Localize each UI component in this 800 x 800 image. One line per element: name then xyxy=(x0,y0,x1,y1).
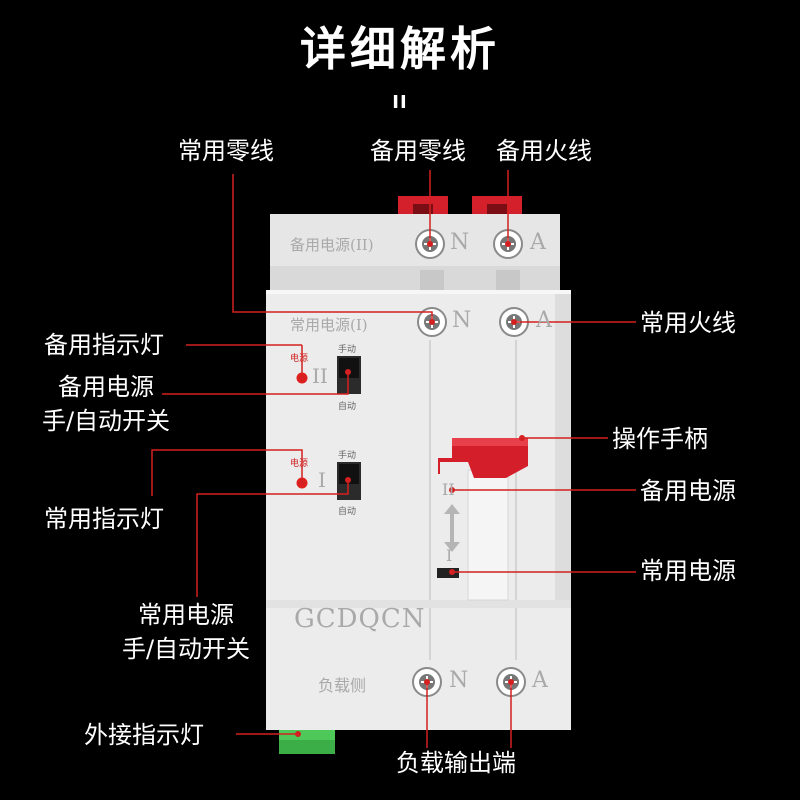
callout-backup-neutral: 备用零线 xyxy=(370,137,466,165)
terminal-label-common-a: A xyxy=(536,308,552,333)
handle-position-2-label: II xyxy=(442,480,455,499)
callout-external-indicator: 外接指示灯 xyxy=(84,721,204,749)
backup-roman-label: II xyxy=(312,364,328,388)
common-power-label: 常用电源(I) xyxy=(290,316,368,334)
callout-backup-switch-line2: 手/自动开关 xyxy=(41,407,171,435)
callout-backup-power: 备用电源 xyxy=(640,477,736,505)
title-mark: II xyxy=(392,92,408,113)
backup-power-label: 备用电源(II) xyxy=(290,236,374,254)
position-window xyxy=(437,568,459,578)
callout-common-live: 常用火线 xyxy=(640,309,736,337)
leader-common-neutral xyxy=(232,174,433,322)
callout-common-power: 常用电源 xyxy=(640,557,736,585)
terminal-screws xyxy=(412,229,529,697)
backup-indicator-label: 电源 xyxy=(290,354,309,364)
callout-common-indicator: 常用指示灯 xyxy=(44,505,164,533)
callout-backup-indicator: 备用指示灯 xyxy=(44,331,164,359)
terminal-label-backup-n: N xyxy=(450,230,470,255)
terminal-label-backup-a: A xyxy=(530,230,546,255)
callout-backup-live: 备用火线 xyxy=(496,137,592,165)
common-auto-label: 自动 xyxy=(338,507,357,517)
terminal-label-load-n: N xyxy=(449,668,469,693)
common-manual-label: 手动 xyxy=(338,451,357,461)
leader-backup-switch xyxy=(162,372,349,395)
page-title: 详细解析 xyxy=(300,22,500,76)
backup-auto-label: 自动 xyxy=(338,402,357,412)
leader-common-switch xyxy=(196,480,349,597)
common-indicator-label: 电源 xyxy=(290,459,309,469)
leader-lines xyxy=(151,170,636,748)
brand-label: GCDQCN xyxy=(294,604,426,634)
callout-common-switch-line2: 手/自动开关 xyxy=(121,635,251,663)
callout-load-output: 负载输出端 xyxy=(396,749,516,777)
callout-backup-switch-line1: 备用电源 xyxy=(58,373,154,401)
top-red-terminal-blocks xyxy=(398,196,522,216)
main-body xyxy=(266,290,571,730)
backup-manual-label: 手动 xyxy=(338,345,357,355)
terminal-label-load-a: A xyxy=(532,668,548,693)
backup-manual-auto-switch[interactable] xyxy=(337,356,361,394)
leader-dots xyxy=(295,241,525,737)
callout-common-neutral: 常用零线 xyxy=(178,137,274,165)
callout-handle: 操作手柄 xyxy=(612,425,708,453)
callout-common-switch-line1: 常用电源 xyxy=(138,601,234,629)
leader-common-indicator xyxy=(151,449,303,496)
handle-position-1-label: I xyxy=(446,546,453,565)
common-roman-label: I xyxy=(318,468,326,492)
operating-handle[interactable] xyxy=(438,438,528,601)
terminal-label-common-n: N xyxy=(452,308,472,333)
load-side-label: 负载侧 xyxy=(318,676,367,695)
handle-position-arrow xyxy=(444,504,460,552)
